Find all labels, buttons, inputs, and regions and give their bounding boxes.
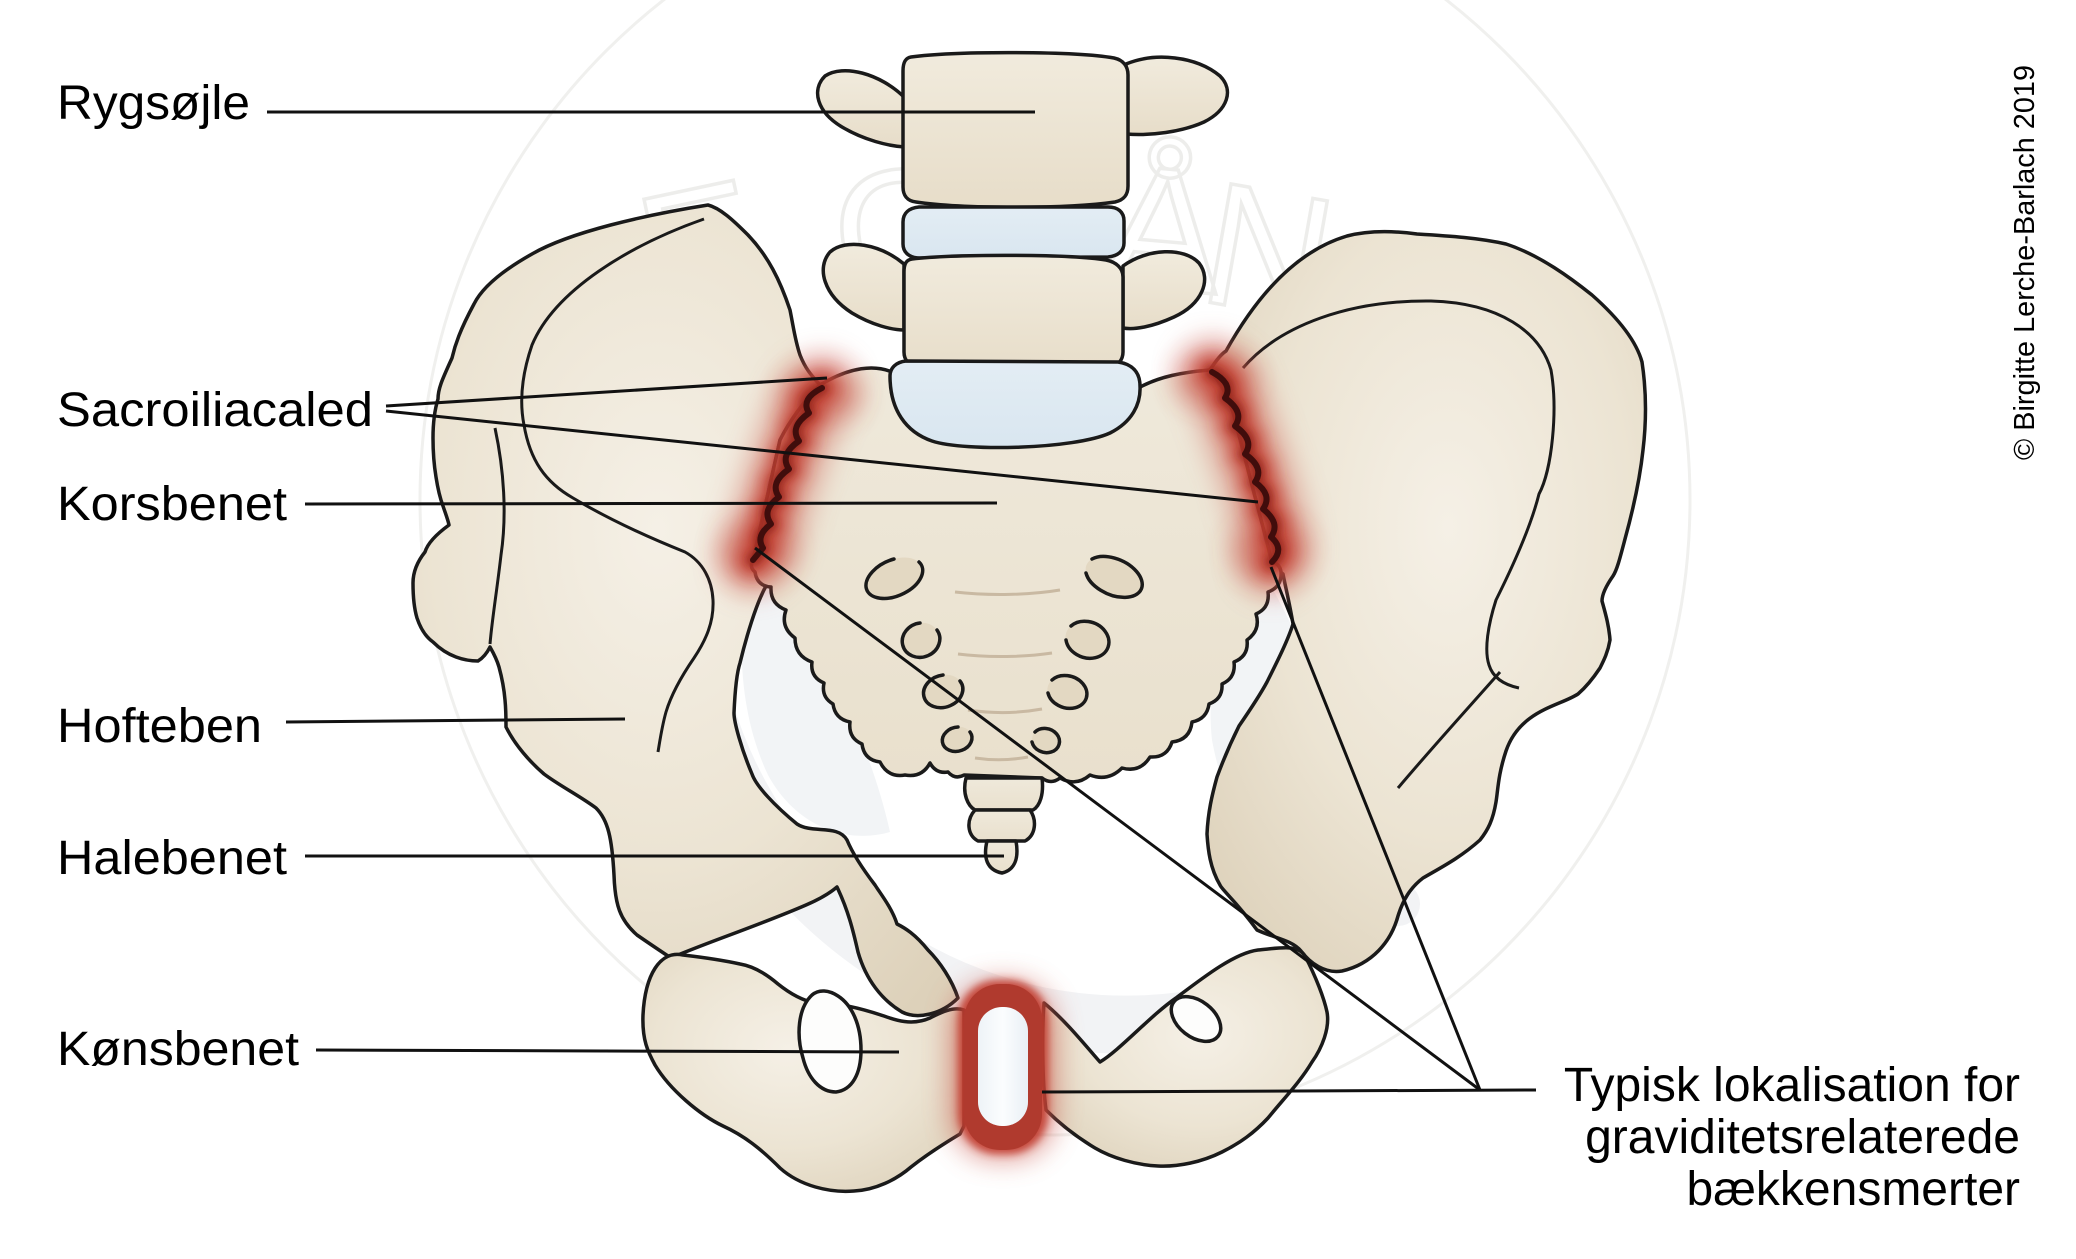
- svg-text:Hofteben: Hofteben: [57, 700, 262, 753]
- svg-text:Typisk lokalisation for: Typisk lokalisation for: [1564, 1059, 2020, 1112]
- svg-text:© Birgitte Lerche-Barlach 2019: © Birgitte Lerche-Barlach 2019: [2009, 65, 2041, 460]
- svg-text:Rygsøjle: Rygsøjle: [57, 77, 250, 130]
- svg-text:Halebenet: Halebenet: [57, 832, 287, 885]
- svg-text:Korsbenet: Korsbenet: [57, 478, 287, 531]
- svg-text:graviditetsrelaterede: graviditetsrelaterede: [1585, 1111, 2020, 1164]
- svg-text:Kønsbenet: Kønsbenet: [57, 1023, 299, 1076]
- svg-text:bækkensmerter: bækkensmerter: [1687, 1163, 2020, 1216]
- svg-text:Sacroiliacaled: Sacroiliacaled: [57, 384, 373, 437]
